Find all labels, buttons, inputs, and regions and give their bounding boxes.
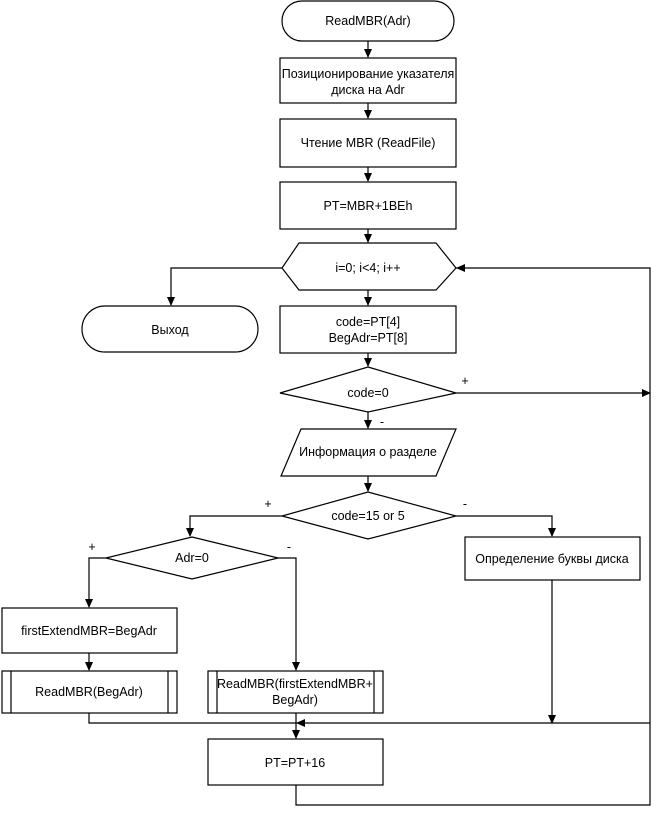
arrow-head (364, 173, 372, 182)
arrow-head (85, 599, 93, 608)
assign-label-line1: code=PT[4] (336, 315, 400, 329)
first-extend-process: firstExtendMBR=BegAdr (1, 607, 178, 654)
connector-extended-yes (189, 515, 282, 536)
connector-extended-no (456, 515, 553, 536)
extended-no-label: - (463, 497, 467, 511)
adr0-yes-label: + (88, 540, 95, 554)
read-mbr-label: Чтение MBR (ReadFile) (301, 136, 436, 150)
call-first-extend-subroutine: ReadMBR(firstExtendMBR+ BegAdr) (207, 670, 384, 714)
arrow-head (364, 49, 372, 58)
exit-label: Выход (151, 323, 189, 337)
call-begadr-subroutine: ReadMBR(BegAdr) (1, 670, 178, 714)
assign-process: code=PT[4] BegAdr=PT[8] (279, 305, 457, 354)
adr0-no-label: - (287, 540, 291, 554)
arrow-heads (85, 49, 651, 739)
partition-info-io: Информация о разделе (280, 428, 457, 477)
seek-process: Позиционирование указателя диска на Adr (279, 57, 457, 104)
assign-label-line2: BegAdr=PT[8] (329, 331, 408, 345)
start-terminator: ReadMBR(Adr) (281, 0, 455, 42)
arrow-head (186, 528, 194, 537)
arrow-head (642, 389, 651, 397)
connector-call-merge (88, 713, 296, 724)
first-extend-label: firstExtendMBR=BegAdr (21, 624, 157, 638)
connector-adr0-yes (88, 557, 106, 607)
arrow-head (296, 719, 305, 727)
arrow-head (292, 730, 300, 739)
extended-label: code=15 or 5 (331, 509, 404, 523)
arrow-head (364, 110, 372, 119)
exit-terminator: Выход (81, 305, 259, 353)
start-label: ReadMBR(Adr) (325, 14, 410, 28)
connector-loop-return (295, 267, 651, 806)
arrow-head (364, 234, 372, 243)
call-first-extend-label-line2: BegAdr) (272, 693, 318, 707)
drive-letter-label: Определение буквы диска (475, 552, 628, 566)
extended-yes-label: + (264, 497, 271, 511)
arrow-head (364, 297, 372, 306)
pt-init-label: PT=MBR+1BEh (324, 199, 413, 213)
arrow-head (364, 483, 372, 492)
pt-increment-label: PT=PT+16 (265, 756, 325, 770)
arrow-head (167, 297, 175, 306)
arrow-head (548, 715, 556, 724)
code0-no-label: - (380, 415, 384, 429)
call-begadr-label: ReadMBR(BegAdr) (35, 685, 143, 699)
call-first-extend-label-line1: ReadMBR(firstExtendMBR+ (217, 677, 373, 691)
loop-block: i=0; i<4; i++ (281, 242, 457, 291)
read-mbr-process: Чтение MBR (ReadFile) (279, 118, 457, 168)
adr0-label: Adr=0 (175, 551, 209, 565)
arrow-head (364, 358, 372, 367)
arrow-head (85, 662, 93, 671)
drive-letter-process: Определение буквы диска (464, 536, 641, 581)
pt-increment-process: PT=PT+16 (207, 738, 384, 786)
code0-yes-label: + (461, 374, 468, 388)
connector-loop-exit (170, 267, 282, 305)
code0-decision: code=0 + - (279, 366, 469, 429)
loop-label: i=0; i<4; i++ (335, 261, 400, 275)
partition-info-label: Информация о разделе (299, 445, 437, 459)
seek-label-line1: Позиционирование указателя (282, 67, 455, 81)
connector-adr0-no (278, 557, 297, 670)
pt-init-process: PT=MBR+1BEh (279, 181, 457, 230)
arrow-head (456, 264, 465, 272)
extended-decision: code=15 or 5 + - (264, 491, 467, 540)
arrow-head (364, 420, 372, 429)
seek-label-line2: диска на Adr (331, 83, 404, 97)
arrow-head (292, 662, 300, 671)
adr0-decision: Adr=0 + - (88, 536, 291, 580)
code0-label: code=0 (347, 386, 388, 400)
arrow-head (548, 528, 556, 537)
